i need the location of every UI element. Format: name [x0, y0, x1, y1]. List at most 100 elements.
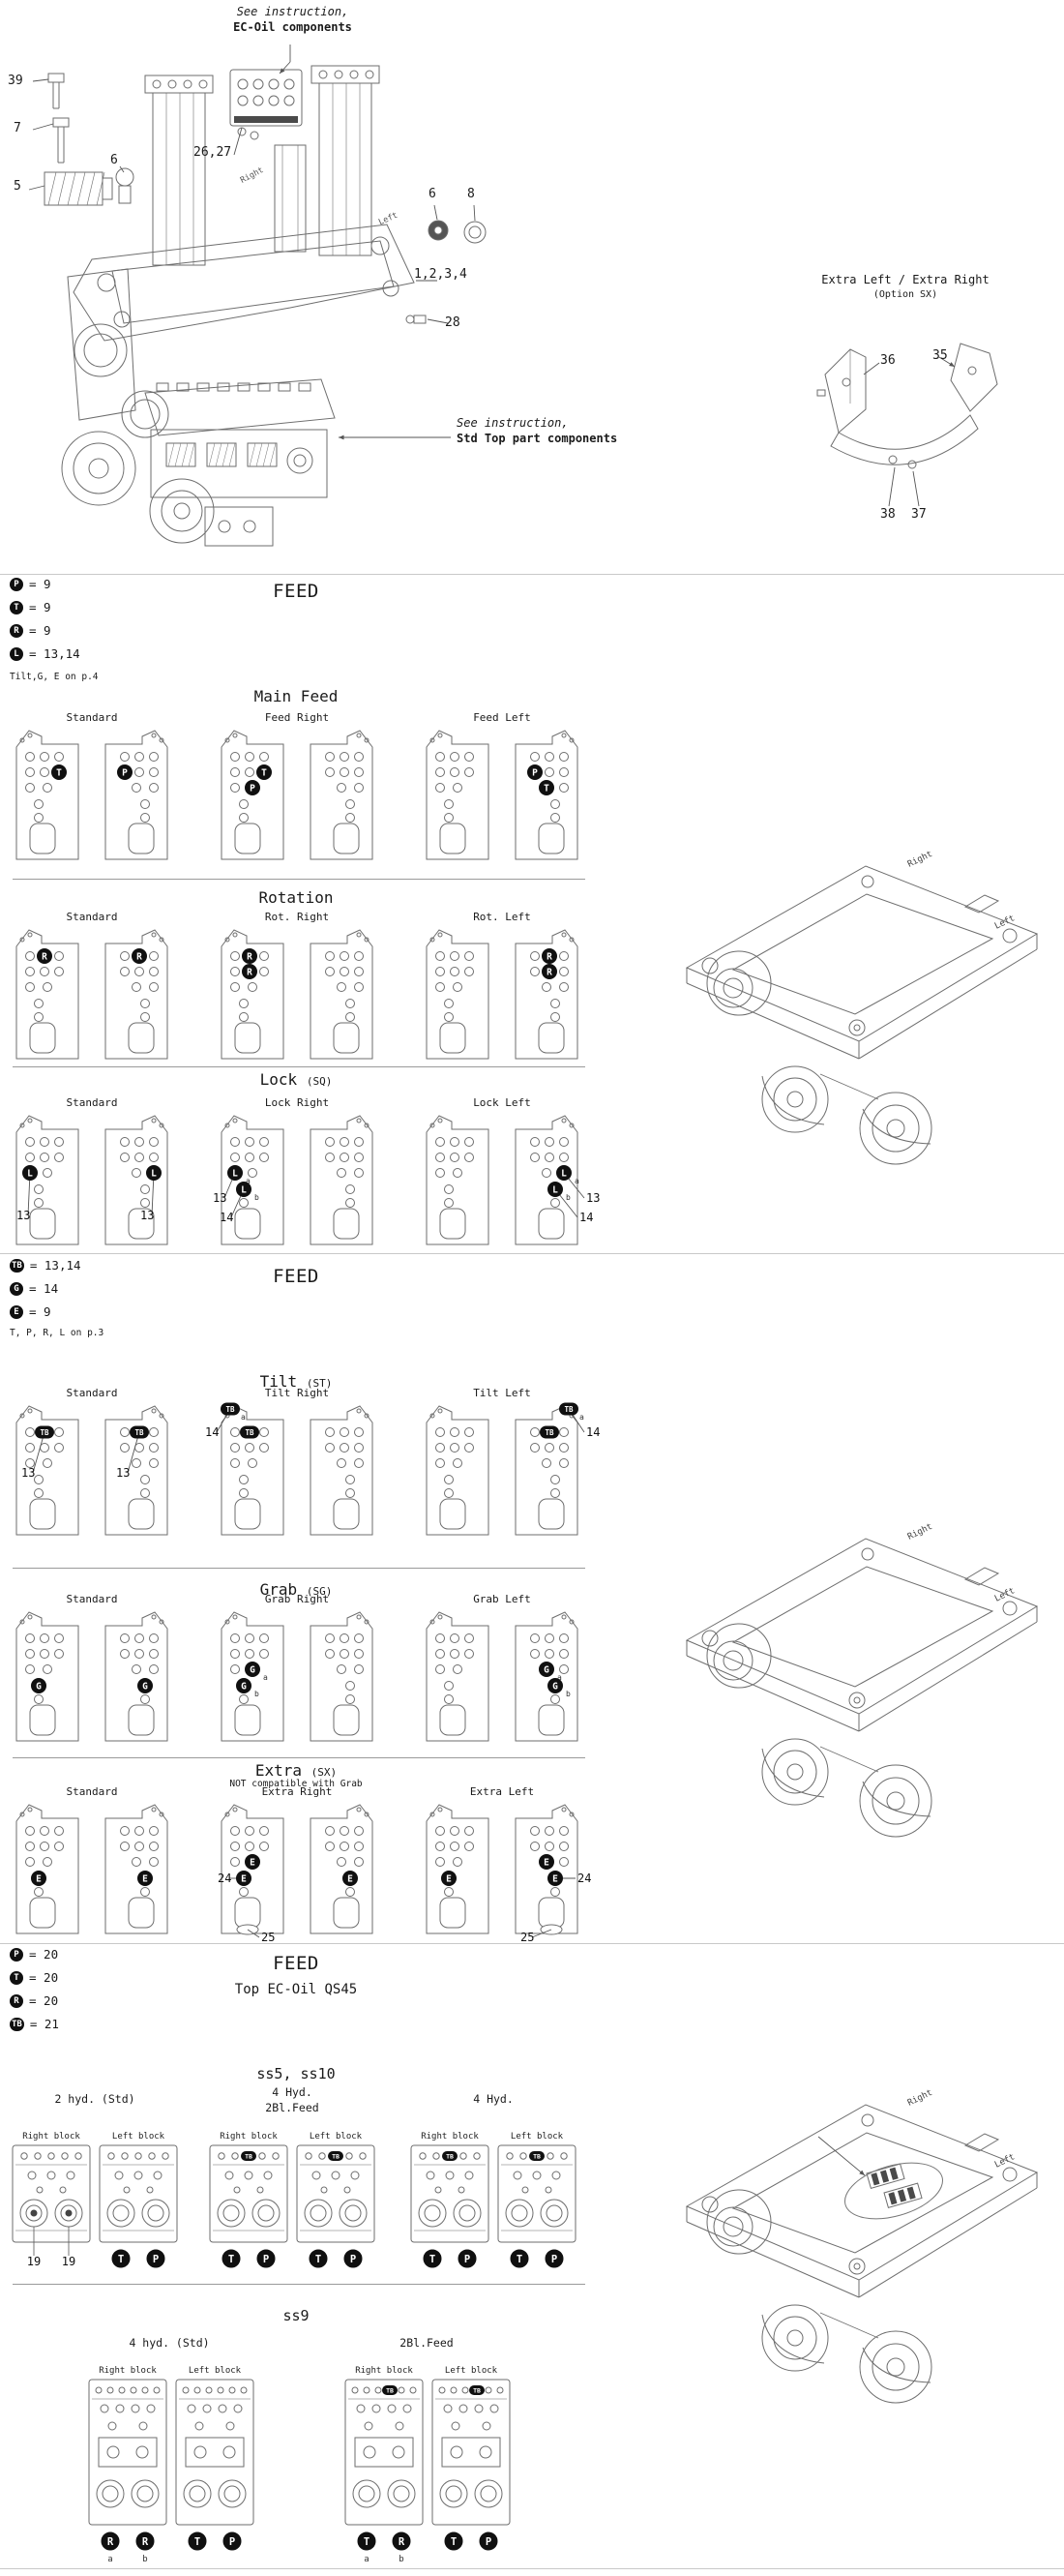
- svg-text:14: 14: [205, 1425, 219, 1439]
- svg-text:T: T: [56, 768, 62, 779]
- svg-text:E: E: [250, 1858, 255, 1869]
- svg-text:T: T: [194, 2536, 200, 2548]
- svg-text:13: 13: [586, 1191, 600, 1205]
- legend-symbol: TB: [10, 1258, 24, 1273]
- svg-text:G: G: [36, 1682, 42, 1692]
- svg-text:Left block: Left block: [310, 2132, 363, 2142]
- ss9-title: ss9: [282, 2307, 310, 2324]
- legend-value: = 20: [29, 1970, 59, 1985]
- svg-text:P: P: [250, 784, 255, 794]
- svg-text:T: T: [315, 2254, 321, 2265]
- svg-text:T: T: [261, 768, 267, 779]
- svg-text:Left: Left: [993, 914, 1017, 931]
- svg-text:19: 19: [27, 2255, 41, 2268]
- svg-text:L: L: [241, 1185, 247, 1196]
- svg-text:b: b: [254, 1193, 259, 1202]
- svg-text:TB: TB: [245, 2153, 252, 2161]
- svg-text:Left block: Left block: [189, 2366, 242, 2376]
- svg-text:a: a: [579, 1413, 584, 1422]
- cfg-title-4hyd-2bl: 4 Hyd. 2Bl.Feed: [265, 2085, 319, 2114]
- legend-value: = 13,14: [29, 646, 80, 661]
- svg-text:E: E: [142, 1874, 148, 1885]
- svg-text:TB: TB: [473, 2387, 481, 2395]
- svg-text:E: E: [36, 1874, 42, 1885]
- svg-text:TB: TB: [40, 1428, 49, 1437]
- svg-text:13: 13: [213, 1191, 226, 1205]
- svg-text:14: 14: [220, 1211, 233, 1224]
- svg-text:Tilt Right: Tilt Right: [265, 1387, 329, 1399]
- svg-text:14: 14: [586, 1425, 600, 1439]
- svg-text:TB: TB: [134, 1428, 144, 1437]
- svg-text:13: 13: [140, 1209, 154, 1222]
- ss5-ss10-title: ss5, ss10: [256, 2065, 336, 2082]
- legend-value: = 21: [29, 2017, 59, 2031]
- legend-symbol: TB: [10, 2017, 24, 2031]
- svg-text:E: E: [552, 1874, 558, 1885]
- svg-text:Grab Left: Grab Left: [473, 1593, 531, 1605]
- svg-text:Rot. Left: Rot. Left: [473, 911, 531, 923]
- extra-note: NOT compatible with Grab: [229, 1779, 363, 1789]
- svg-text:Right block: Right block: [421, 2132, 479, 2142]
- legend-row: R = 20: [10, 1993, 59, 2008]
- svg-text:L: L: [151, 1169, 157, 1180]
- svg-text:Right block: Right block: [220, 2132, 278, 2142]
- plate-pair-standard: Standard 13 13 L L: [15, 1096, 168, 1245]
- section-title-tilt: Tilt (ST): [259, 1372, 333, 1391]
- svg-text:19: 19: [62, 2255, 75, 2268]
- svg-text:Standard: Standard: [67, 711, 118, 724]
- svg-text:24: 24: [218, 1872, 231, 1885]
- legend-note-p3: Tilt,G, E on p.4: [10, 672, 99, 682]
- legend-row: TB = 21: [10, 2017, 59, 2031]
- svg-text:P: P: [532, 768, 538, 779]
- callout-7: 7: [14, 121, 21, 135]
- svg-text:TB: TB: [446, 2153, 454, 2161]
- svg-text:TB: TB: [533, 2153, 541, 2161]
- svg-text:Standard: Standard: [67, 1096, 118, 1109]
- section-title-extra: Extra (SX): [254, 1761, 338, 1780]
- svg-text:b: b: [399, 2555, 403, 2564]
- svg-text:b: b: [566, 1690, 571, 1698]
- svg-text:R: R: [247, 968, 252, 978]
- svg-text:13: 13: [16, 1209, 30, 1222]
- legend-symbol: R: [10, 623, 23, 638]
- svg-text:E: E: [241, 1874, 247, 1885]
- svg-text:P: P: [122, 768, 128, 779]
- legend-value: = 14: [29, 1281, 59, 1296]
- divider: [0, 574, 1064, 575]
- extra-option-title: Extra Left / Extra Right: [821, 273, 990, 286]
- exploded-view: [28, 45, 487, 547]
- callout-35: 35: [932, 348, 948, 363]
- svg-text:R: R: [107, 2536, 114, 2548]
- section-title-main-feed: Main Feed: [253, 687, 339, 705]
- sub-divider: [13, 2284, 585, 2285]
- callout-6b: 6: [429, 187, 436, 201]
- svg-text:Rot. Right: Rot. Right: [265, 911, 329, 923]
- svg-text:R: R: [547, 968, 552, 978]
- feed-title-p3: FEED: [273, 581, 319, 602]
- legend-value: = 9: [29, 623, 51, 638]
- svg-text:T: T: [544, 784, 549, 794]
- legend-value: = 20: [29, 1993, 59, 2008]
- svg-text:T: T: [451, 2536, 457, 2548]
- svg-text:Left block: Left block: [445, 2366, 498, 2376]
- svg-text:R: R: [136, 952, 142, 963]
- legend-value: = 9: [29, 577, 51, 591]
- cfg-title-ss9-2bl: 2Bl.Feed: [399, 2336, 454, 2350]
- legend-symbol: R: [10, 1993, 23, 2008]
- svg-text:L: L: [27, 1169, 33, 1180]
- callout-39: 39: [8, 74, 23, 88]
- svg-text:P: P: [153, 2254, 159, 2265]
- svg-text:a: a: [107, 2555, 112, 2564]
- legend-row: R = 9: [10, 623, 80, 638]
- legend-note-p4: T, P, R, L on p.3: [10, 1328, 104, 1338]
- svg-text:Feed Right: Feed Right: [265, 711, 329, 724]
- legend-row: T= 20: [10, 1970, 59, 1985]
